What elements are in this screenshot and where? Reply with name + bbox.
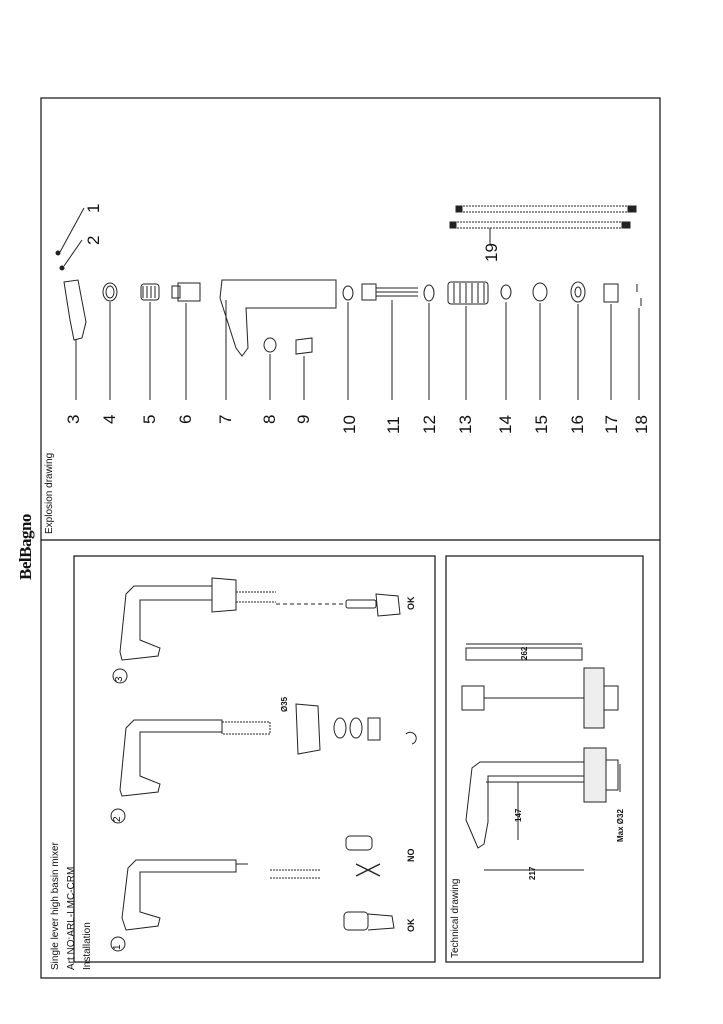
part-number-11: 11	[384, 416, 403, 434]
explosion-drawing-title: Explosion drawing	[44, 452, 55, 534]
part-number-7: 7	[216, 414, 235, 424]
part-number-12: 12	[420, 415, 439, 434]
part-number-8: 8	[260, 414, 279, 424]
installation-label: Installation	[82, 922, 93, 970]
brand-logo: BelBagno	[16, 514, 35, 580]
part-number-18: 18	[632, 415, 651, 434]
article-number: Art NO:ARL-LMC-CRM	[66, 866, 77, 970]
explosion-drawing	[55, 205, 642, 400]
hose-parts	[449, 205, 637, 244]
part-number-4: 4	[100, 414, 119, 424]
step-2-number: 2	[112, 816, 123, 822]
part-number-10: 10	[340, 415, 359, 434]
step-1-no-label: NO	[406, 848, 416, 863]
part-number-19: 19	[482, 243, 501, 262]
hole-diameter-label: Ø35	[280, 696, 289, 712]
dimension-height: 262	[520, 646, 529, 660]
installation-illustration	[110, 577, 417, 952]
dimension-max-panel: Max Ø32	[616, 809, 625, 842]
technical-illustration	[461, 643, 621, 871]
step-1-ok-label: OK	[406, 918, 416, 933]
dimension-spout-height: 147	[514, 808, 523, 822]
part-number-14: 14	[496, 415, 515, 434]
part-number-15: 15	[532, 415, 551, 434]
part-number-5: 5	[140, 414, 159, 424]
part-number-1: 1	[84, 203, 103, 213]
step-1-number: 1	[112, 944, 123, 950]
part-number-6: 6	[176, 414, 195, 424]
part-number-9: 9	[294, 414, 313, 424]
part-number-17: 17	[602, 415, 621, 434]
step-3-number: 3	[114, 676, 125, 682]
dimension-reach: 217	[528, 866, 537, 880]
page-frame	[40, 97, 661, 979]
technical-drawing-title: Technical drawing	[450, 878, 461, 959]
part-number-2: 2	[84, 235, 103, 245]
part-number-13: 13	[456, 415, 475, 434]
part-number-16: 16	[568, 415, 587, 434]
product-title: Single lever high basin mixer	[50, 842, 61, 970]
step-3-ok-label: OK	[406, 596, 416, 611]
part-number-3: 3	[64, 414, 83, 424]
